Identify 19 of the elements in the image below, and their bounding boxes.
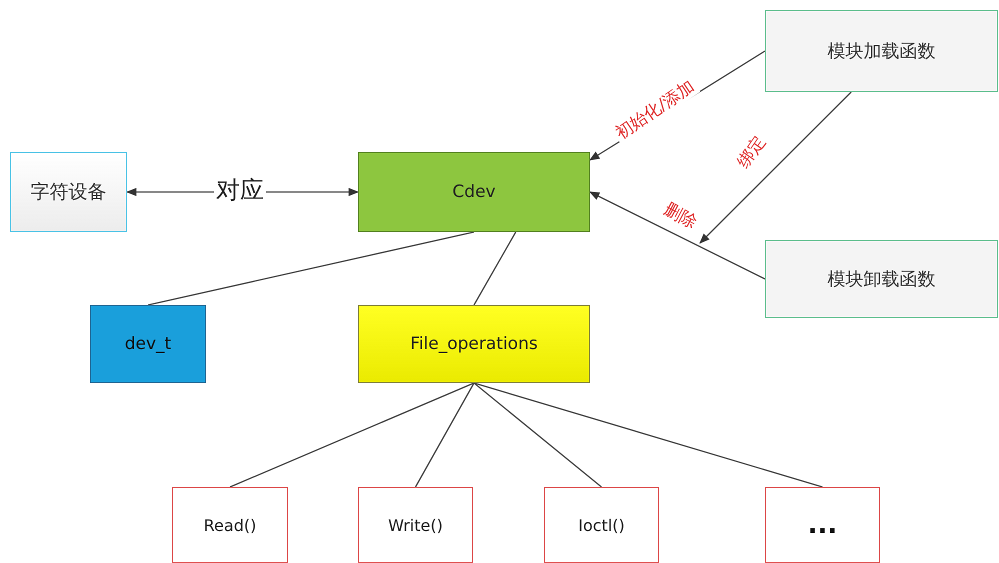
function-box: ...	[765, 487, 880, 563]
device-box: 字符设备	[10, 152, 127, 232]
arrow	[589, 191, 766, 280]
function-box: Ioctl()	[544, 487, 659, 563]
function-box: Write()	[358, 487, 473, 563]
connector-line	[474, 382, 602, 488]
connector-line	[474, 382, 823, 488]
function-box: Read()	[172, 487, 288, 563]
function-box: 模块加载函数	[765, 10, 998, 92]
connector-line	[473, 232, 516, 306]
process-box: Cdev	[358, 152, 590, 232]
process-box: File_operations	[358, 305, 590, 383]
connector-line	[230, 382, 474, 488]
arrow	[699, 92, 852, 244]
process-box: dev_t	[90, 305, 206, 383]
edge-label: 对应	[214, 177, 266, 204]
connector-line	[414, 382, 475, 488]
function-box: 模块卸载函数	[765, 240, 998, 318]
connector-line	[148, 231, 474, 306]
